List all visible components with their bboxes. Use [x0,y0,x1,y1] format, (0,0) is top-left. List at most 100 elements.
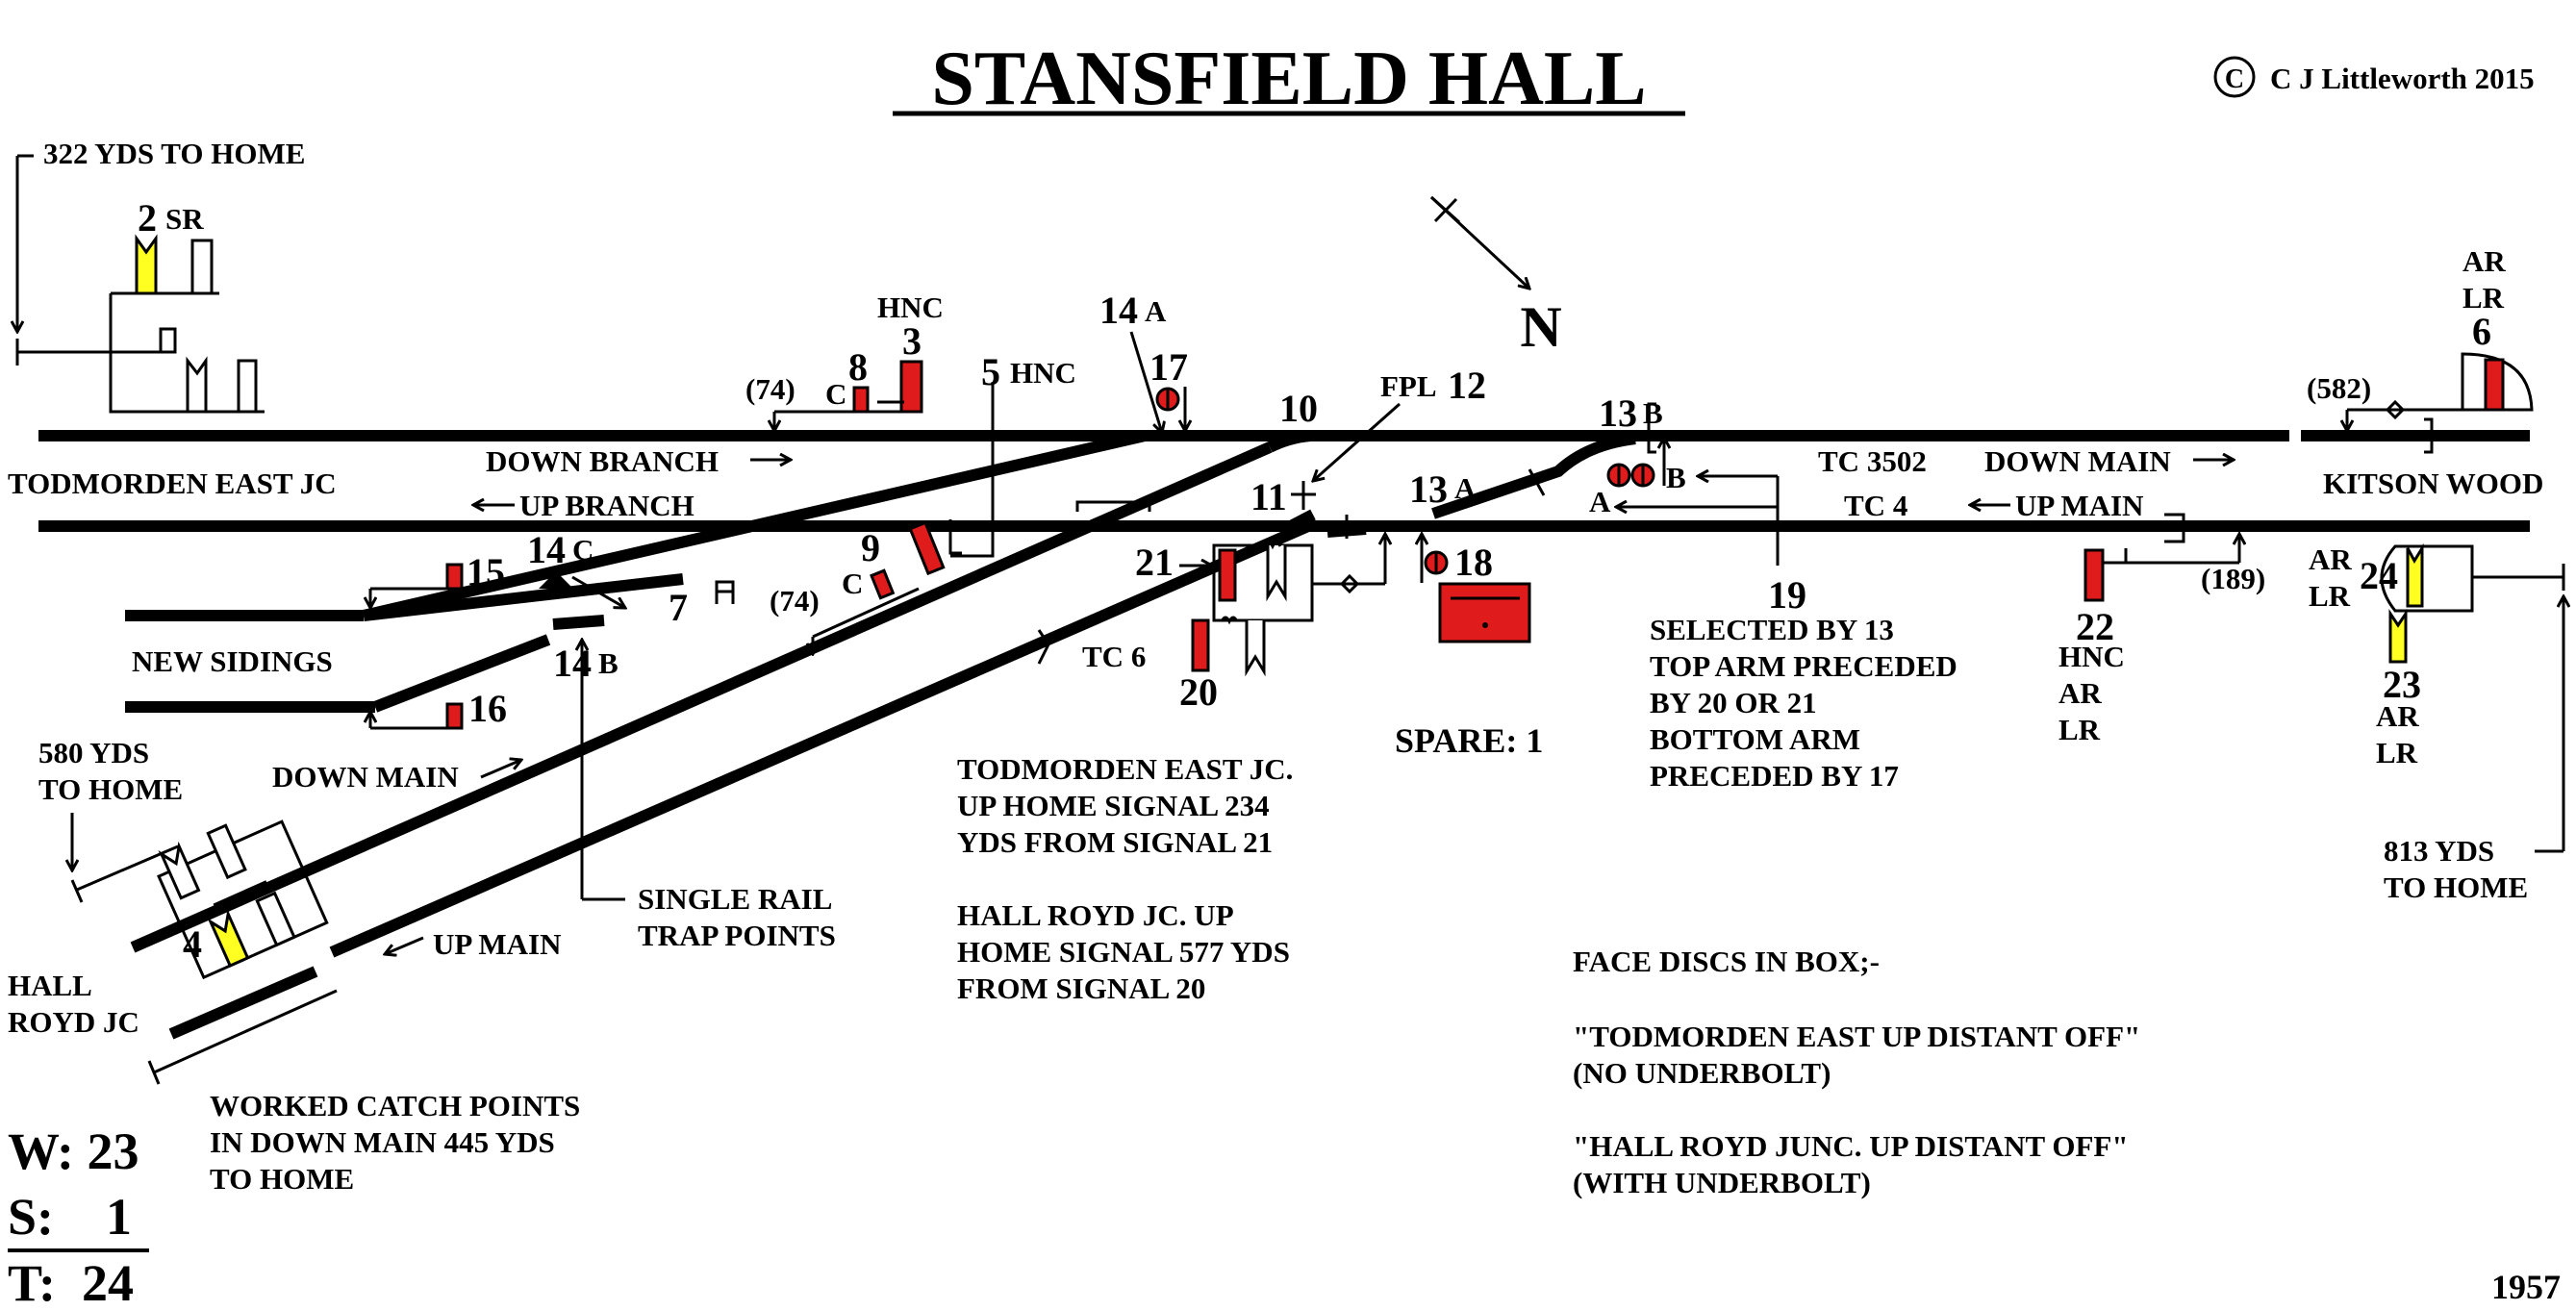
signal-24-lr: LR [2309,579,2351,613]
copyright-symbol: C [2225,64,2244,94]
svg-text:HALL ROYD JC. UP: HALL ROYD JC. UP [957,898,1234,932]
signal-23-lr: LR [2376,736,2418,769]
track-crossover-upper [362,430,1147,621]
signal-13b-letter: B [1643,396,1663,430]
signal-21-number: 21 [1135,541,1174,584]
total-working: W: 23 [8,1122,139,1180]
svg-text:HOME SIGNAL 577 YDS: HOME SIGNAL 577 YDS [957,935,1290,969]
arrow-14c [571,575,625,608]
signal-8-number: 8 [848,345,868,389]
copyright-text: C J Littleworth 2015 [2270,62,2535,95]
signal-6 [2347,352,2534,431]
label-580-2: TO HOME [38,772,183,806]
track-spur-7 [363,573,684,621]
signal-13a-letter: A [1454,471,1477,505]
signal-5-number: 5 [981,350,1000,393]
trap-symbol-icon [715,580,735,604]
svg-text:"TODMORDEN EAST UP DISTANT OFF: "TODMORDEN EAST UP DISTANT OFF" [1573,1020,2140,1053]
svg-text:SELECTED BY 13: SELECTED BY 13 [1650,613,1894,646]
signal-21-20-bracket [1191,534,1385,677]
signal-13b-number: 13 [1599,391,1637,435]
signal-16 [370,702,464,730]
label-up-main-right: UP MAIN [2015,489,2143,522]
total-spare: S: 1 [8,1188,132,1246]
signal-24-ar: AR [2309,542,2352,576]
signal-9-number: 9 [861,526,880,569]
signal-6-number: 6 [2472,310,2491,353]
catch-points-post-end [147,1060,161,1085]
signal-5-leader [950,382,995,558]
arrow-down-main-left [480,760,521,779]
signal-18 [1422,534,1449,583]
label-hall-royd-1: HALL [8,969,92,1002]
label-up-main-left: UP MAIN [433,927,561,961]
svg-text:PRECEDED BY 17: PRECEDED BY 17 [1650,759,1899,793]
signal-15 [370,563,464,608]
signal-14a-letter: A [1145,294,1167,328]
label-todmorden-east-jc: TODMORDEN EAST JC [8,466,337,500]
note-trap-1: SINGLE RAIL [638,882,832,916]
svg-text:TODMORDEN EAST JC.: TODMORDEN EAST JC. [957,752,1293,786]
ground-frame-box [1438,582,1531,643]
signal-18-number: 18 [1454,541,1493,584]
signal-19-number: 19 [1768,573,1806,617]
signal-23-number: 23 [2383,663,2421,706]
signal-2-number: 2 [138,196,157,240]
copyright-circle [2213,56,2256,98]
signal-14b-number: 14 [553,642,592,685]
signal-14c-letter: C [572,533,593,567]
track-crossover-13 [1431,433,1636,519]
signal-14c-number: 14 [527,528,566,571]
signal-12-number: 12 [1448,364,1486,407]
label-hall-royd-2: ROYD JC [8,1005,139,1039]
page-title: STANSFIELD HALL [931,37,1646,121]
signal-6-lr: LR [2462,281,2505,315]
label-new-sidings: NEW SIDINGS [132,644,333,678]
svg-text:TOP ARM PRECEDED: TOP ARM PRECEDED [1650,649,1957,683]
note-face-discs: FACE DISCS IN BOX;- "TODMORDEN EAST UP D… [1573,945,2140,1199]
signal-10-number: 10 [1279,387,1318,430]
compass-arrow-icon [1429,195,1529,289]
signal-14a-number: 14 [1099,289,1138,332]
signal-24-23 [2380,542,2563,853]
signal-4-post [76,845,179,892]
note-todmorden: TODMORDEN EAST JC. UP HOME SIGNAL 234 YD… [957,752,1293,859]
signal-24-number: 24 [2360,554,2398,597]
label-fpl: FPL [1380,369,1437,403]
arrow-14a [1129,331,1162,433]
label-tc-6: TC 6 [1082,640,1146,673]
disc-a-label: A [1589,485,1611,518]
label-74-top: (74) [745,372,796,406]
svg-text:WORKED CATCH POINTS: WORKED CATCH POINTS [210,1089,580,1122]
arrow-up-main-left [385,936,424,954]
arrow-fpl [1313,402,1401,481]
signal-gantry-2 [17,154,265,414]
signal-3-hnc: HNC [877,290,944,324]
signal-8-c: C [825,377,846,411]
signal-20-number: 20 [1179,670,1218,714]
signal-19-leaders [1616,476,1780,566]
label-813-2: TO HOME [2384,870,2528,904]
year-label: 1957 [2491,1268,2561,1306]
svg-text:FACE DISCS IN BOX;-: FACE DISCS IN BOX;- [1573,945,1880,978]
track-stub-11 [1286,509,1316,533]
signal-9-c: C [842,567,863,600]
signal-3-number: 3 [902,319,922,363]
signal-4-post-end [70,879,84,903]
signal-23-ar: AR [2376,699,2419,733]
note-catch-points: WORKED CATCH POINTS IN DOWN MAIN 445 YDS… [210,1089,580,1196]
svg-text:BOTTOM ARM: BOTTOM ARM [1650,722,1860,756]
signal-7-number: 7 [669,586,688,629]
signal-14c-point-marker [539,571,573,589]
label-up-branch: UP BRANCH [519,489,695,522]
signal-22-number: 22 [2076,605,2114,648]
signal-9 [813,520,946,654]
signal-22-hnc: HNC [2058,640,2125,673]
disc-b-label: B [1666,461,1686,494]
signal-17-disc [1155,387,1185,431]
track-down-main-curve [130,441,1273,953]
track-up-main-curve [329,520,1311,958]
label-kitson-wood: KITSON WOOD [2323,466,2543,500]
label-813-1: 813 YDS [2384,834,2494,868]
